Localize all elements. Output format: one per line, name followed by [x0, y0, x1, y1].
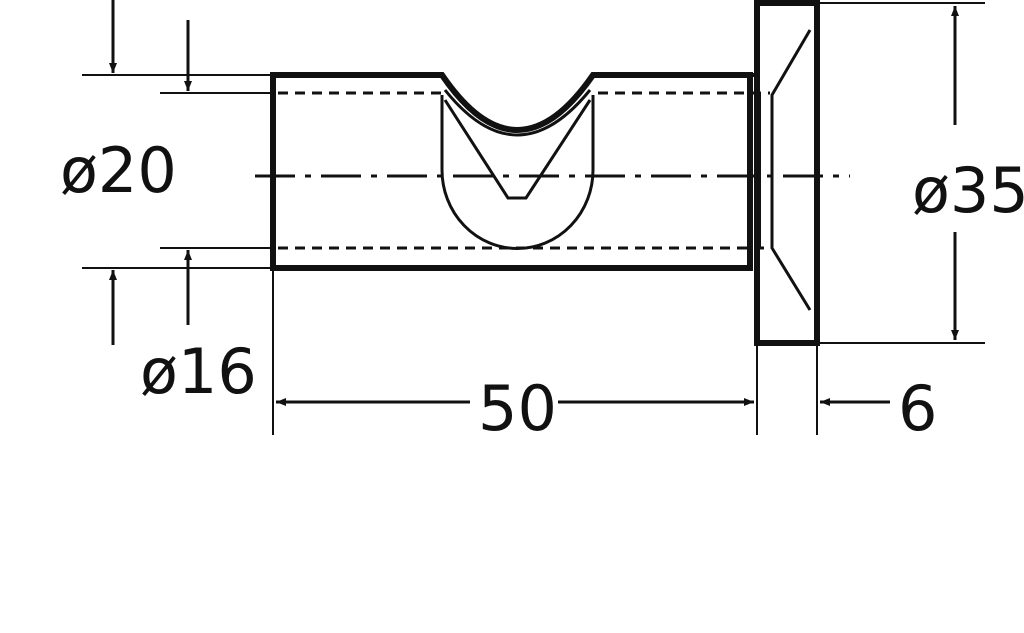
- body-outline: [270, 72, 753, 271]
- head-diameter-label: ø35: [912, 154, 1024, 227]
- head-outline: [754, 0, 820, 346]
- inner-diameter-label: ø16: [140, 335, 257, 408]
- outer-diameter-label: ø20: [60, 134, 177, 207]
- length-label: 50: [478, 372, 557, 445]
- head-thickness-label: 6: [898, 372, 937, 445]
